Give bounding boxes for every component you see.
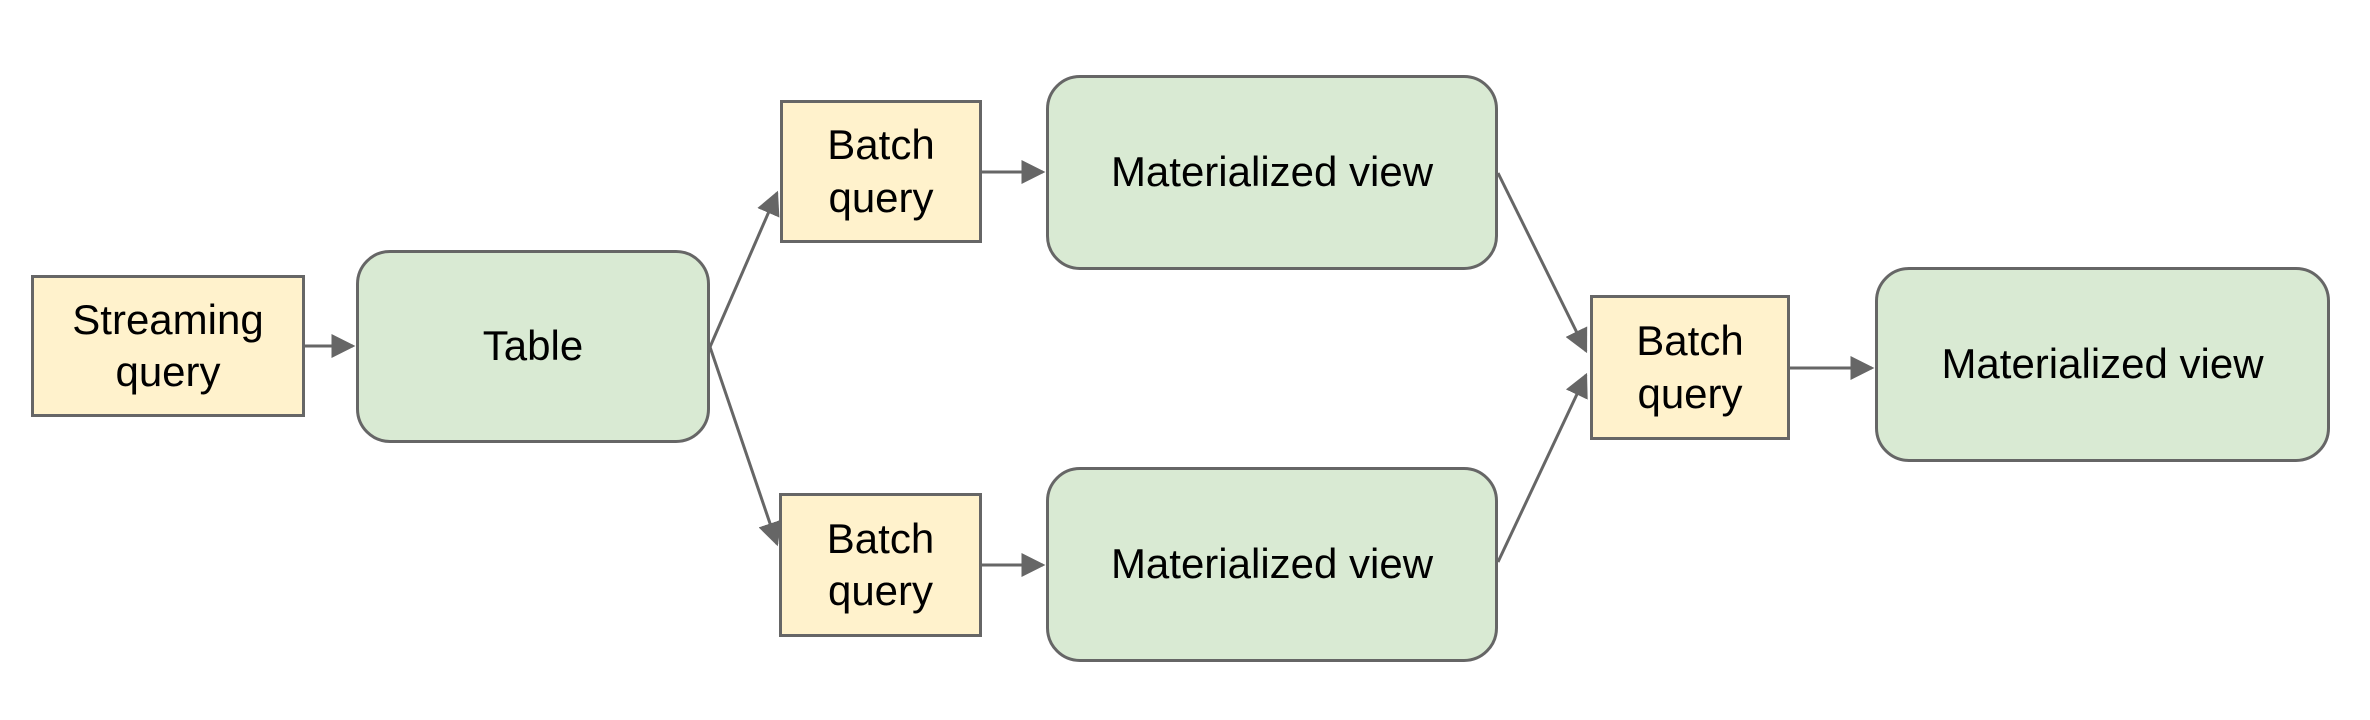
edge-mv-top-to-batch-merge (1496, 172, 1588, 354)
edge-table-to-batch-bottom (708, 346, 782, 547)
node-label: Batch query (827, 121, 935, 221)
edge-mv-bottom-to-batch-merge (1496, 372, 1588, 563)
node-table: Table (356, 250, 710, 443)
node-materialized-view-final: Materialized view (1875, 267, 2330, 462)
node-label: Streaming query (72, 295, 264, 396)
node-materialized-view-top: Materialized view (1046, 75, 1498, 270)
node-label: Materialized view (1941, 340, 2264, 388)
edge-table-to-batch-top (708, 190, 780, 348)
node-materialized-view-bottom: Materialized view (1046, 467, 1498, 662)
node-label: Batch query (1636, 317, 1744, 417)
node-label: Materialized view (1110, 148, 1434, 196)
node-label: Batch query (826, 514, 935, 615)
node-label: Materialized view (1110, 540, 1434, 588)
node-batch-query-merge: Batch query (1590, 295, 1790, 440)
node-batch-query-top: Batch query (780, 100, 982, 243)
node-label: Table (482, 322, 584, 370)
node-streaming-query: Streaming query (31, 275, 305, 417)
node-batch-query-bottom: Batch query (779, 493, 982, 637)
